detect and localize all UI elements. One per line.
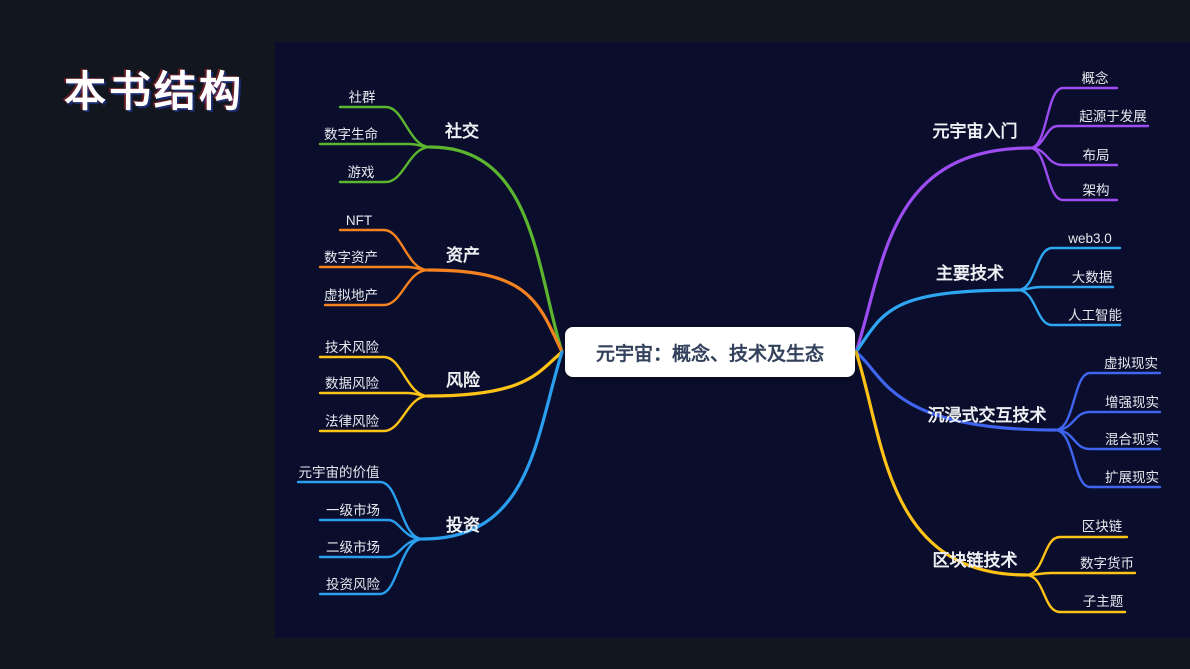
branch-label-intro: 元宇宙入门 (933, 121, 1018, 141)
child-label: 数字生命 (324, 126, 378, 142)
root-topic: 元宇宙：概念、技术及生态 (565, 327, 855, 377)
child-label: 布局 (1083, 148, 1110, 163)
child-label: 数字资产 (324, 250, 378, 265)
branch-label-risk: 风险 (446, 370, 481, 390)
child-label: 扩展现实 (1105, 470, 1159, 485)
child-curve-qiyuan (1028, 124, 1150, 150)
child-label: 一级市场 (326, 502, 380, 518)
child-curve-shuzishengming (318, 142, 432, 149)
child-curve-jiazhi (296, 480, 425, 541)
child-label: 数据风险 (325, 376, 379, 391)
child-label: 二级市场 (326, 539, 380, 555)
branch-label-immersive: 沉浸式交互技术 (928, 405, 1047, 425)
branch-social-curve (428, 145, 564, 354)
branch-label-social: 社交 (444, 121, 479, 141)
child-label: 投资风险 (326, 577, 380, 592)
branch-investment-lines (296, 350, 564, 596)
branch-assets-curve (426, 268, 564, 354)
branch-label-maintech: 主要技术 (936, 263, 1004, 283)
child-curve-zengqiangxianshi (1053, 410, 1162, 432)
branch-intro-curve (854, 146, 1032, 354)
child-curve-falvfengxian (318, 394, 430, 433)
branch-risk-curve (426, 350, 564, 398)
branch-maintech-lines (854, 246, 1122, 354)
child-label: 人工智能 (1068, 308, 1122, 323)
child-label: 技术风险 (325, 340, 379, 355)
child-label: 子主题 (1083, 594, 1124, 609)
child-curve-xunidichan (323, 268, 430, 307)
child-label: 数字货币 (1080, 555, 1134, 571)
branch-label-investment: 投资 (446, 515, 480, 535)
child-label: 元宇宙的价值 (299, 465, 380, 480)
child-label: 虚拟现实 (1104, 356, 1158, 371)
child-label: 虚拟地产 (324, 288, 378, 303)
branch-social-lines (318, 105, 564, 354)
child-curve-rengongzhineng (1016, 288, 1122, 327)
child-label: 游戏 (348, 165, 375, 180)
child-label: 概念 (1082, 70, 1109, 86)
child-label: 增强现实 (1105, 395, 1159, 410)
branch-blockchain-lines (854, 350, 1137, 614)
child-curve-shuzihuobi (1024, 571, 1137, 577)
child-label: 架构 (1083, 183, 1110, 198)
branch-risk-lines (318, 350, 564, 433)
child-curve-yijishichang (318, 518, 425, 541)
child-curve-shujufengxian (318, 391, 430, 398)
child-label: 区块链 (1082, 519, 1123, 534)
child-curve-zizhuti (1024, 573, 1127, 614)
root-topic-label: 元宇宙：概念、技术及生态 (595, 343, 824, 365)
child-curve-shuzizichan (318, 265, 430, 272)
branch-maintech-curve (854, 288, 1020, 354)
branch-immersive-curve (854, 350, 1057, 432)
child-label: 混合现实 (1105, 432, 1159, 447)
branch-immersive-lines (854, 350, 1162, 489)
child-label: NFT (346, 213, 372, 228)
branch-assets-lines (318, 228, 564, 354)
branch-label-blockchain: 区块链技术 (933, 550, 1018, 570)
branch-intro-lines (854, 86, 1150, 354)
child-curve-dashuju (1016, 285, 1115, 292)
branch-label-assets: 资产 (446, 245, 480, 265)
child-label: 法律风险 (325, 414, 379, 429)
child-curve-kuozhanxianshi (1053, 428, 1162, 489)
page-title: 本书结构 (64, 68, 245, 115)
branch-investment-curve (421, 350, 564, 541)
child-curve-jiagou (1028, 146, 1119, 202)
child-label: 大数据 (1072, 270, 1113, 285)
child-curve-youxi (338, 145, 432, 184)
branch-blockchain-curve (854, 350, 1028, 577)
child-label: 社群 (349, 90, 376, 105)
child-label: web3.0 (1067, 231, 1112, 246)
child-label: 起源于发展 (1079, 109, 1147, 124)
child-curve-touzifengxian (318, 537, 425, 596)
child-curve-xunixianshi (1053, 371, 1162, 432)
